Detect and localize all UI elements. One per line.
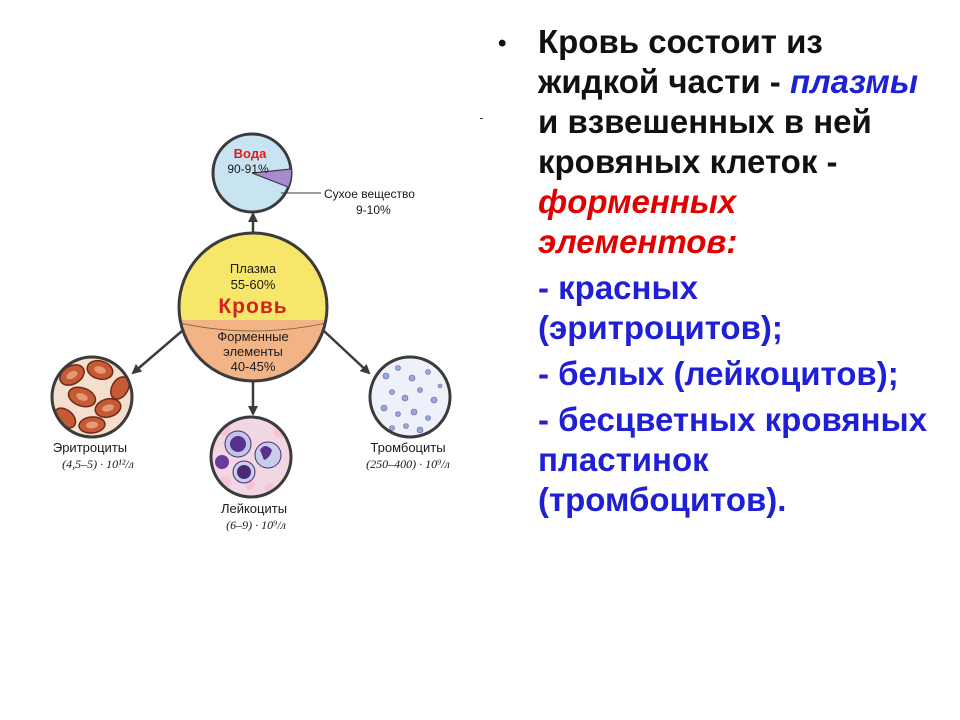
arrow-to-thrombocytes (323, 330, 371, 375)
dry-matter-slice (252, 169, 292, 187)
formed-label-1: Форменные (217, 329, 288, 344)
formed-value: 40-45% (231, 359, 276, 374)
stray-mark (480, 118, 483, 119)
arrow-to-erythrocytes (131, 330, 183, 375)
water-value: 90-91% (227, 162, 269, 176)
erythrocytes-count: (4,5–5) · 10¹²/л (62, 457, 134, 471)
formed-label-2: элементы (223, 344, 283, 359)
plasma-term: плазмы (789, 63, 919, 100)
erythrocytes-image (50, 355, 134, 439)
list-item-leukocytes: - белых (лейкоцитов); (538, 355, 899, 392)
plasma-label: Плазма (230, 261, 277, 276)
leukocytes-count: (6–9) · 10⁹/л (226, 518, 286, 532)
dry-matter-value: 9-10% (356, 203, 391, 217)
blood-title: Кровь (218, 295, 287, 318)
bullet-dot: • (498, 30, 507, 57)
plasma-value: 55-60% (231, 277, 276, 292)
erythrocytes-label: Эритроциты (53, 440, 127, 455)
formed-elements-term: форменных элементов: (538, 183, 738, 260)
blood-center-circle: Плазма 55-60% Кровь Форменные элементы 4… (177, 231, 329, 383)
blood-composition-diagram: Вода 90-91% Сухое вещество 9-10% Плазма … (50, 132, 452, 532)
thrombocytes-count: (250–400) · 10⁹/л (366, 457, 450, 471)
water-pie: Вода 90-91% (211, 132, 293, 214)
text-panel: • Кровь состоит из жидкой части - плазмы… (498, 22, 938, 520)
dry-matter-label: Сухое вещество (324, 187, 415, 201)
list-item-erythrocytes: - красных (эритроцитов); (538, 269, 783, 346)
thrombocytes-label: Тромбоциты (370, 440, 445, 455)
leukocytes-image (209, 415, 293, 499)
intro-text-2: и взвешенных в ней кровяных клеток - (538, 103, 872, 180)
intro-text-1: Кровь состоит из жидкой части - (538, 23, 823, 100)
leukocytes-label: Лейкоциты (221, 501, 287, 516)
thrombocytes-image (368, 355, 452, 439)
list-item-thrombocytes: - бесцветных кровяных пластинок (тромбоц… (538, 401, 928, 518)
intro-paragraph: Кровь состоит из жидкой части - плазмы и… (538, 22, 938, 262)
water-label: Вода (234, 146, 267, 161)
